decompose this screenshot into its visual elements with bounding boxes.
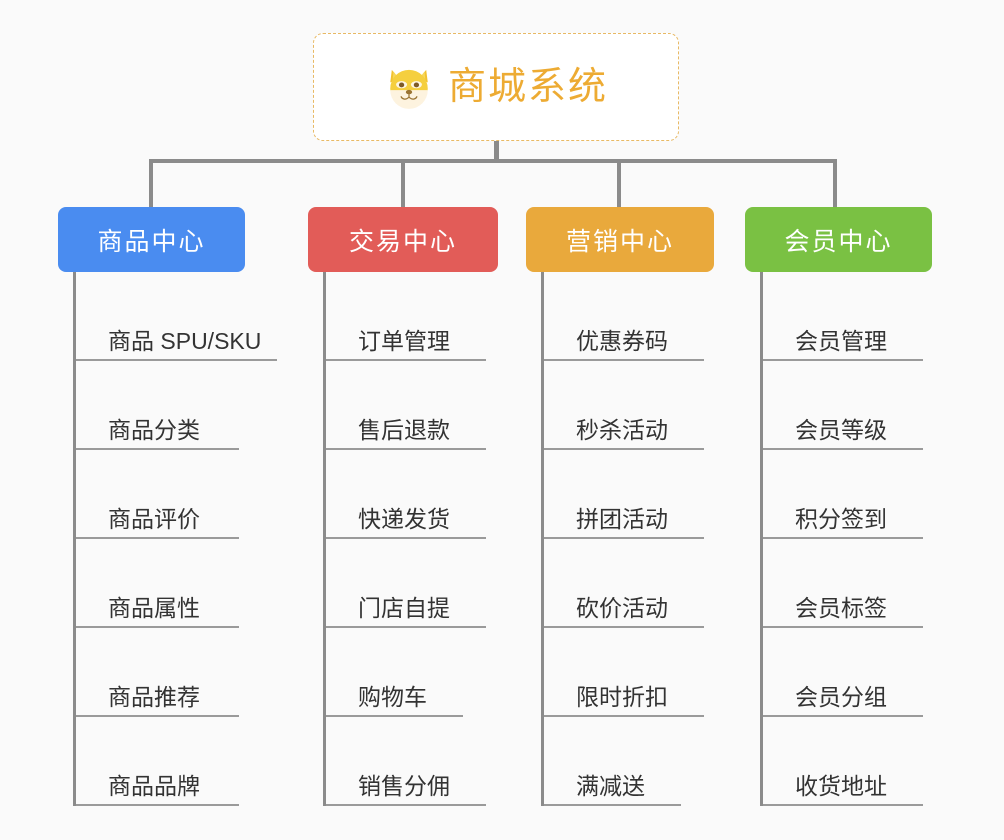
leaf-label: 拼团活动	[576, 506, 668, 533]
category-label: 营销中心	[565, 227, 674, 256]
leaf-item[interactable]: 拼团活动	[544, 450, 704, 539]
leaf-label: 满减送	[576, 773, 645, 800]
leaf-label: 限时折扣	[576, 684, 668, 711]
leaf-item[interactable]: 商品品牌	[76, 717, 239, 806]
leaf-label: 秒杀活动	[576, 417, 668, 444]
leaf-list-marketing-center: 优惠券码 秒杀活动 拼团活动 砍价活动 限时折扣 满减送	[541, 272, 714, 806]
leaf-label: 会员分组	[795, 684, 887, 711]
leaf-label: 收货地址	[795, 773, 887, 800]
leaf-list-member-center: 会员管理 会员等级 积分签到 会员标签 会员分组 收货地址	[760, 272, 932, 806]
leaf-label: 门店自提	[358, 595, 450, 622]
leaf-label: 商品推荐	[108, 684, 200, 711]
leaf-item[interactable]: 门店自提	[326, 539, 486, 628]
connector-root-stem	[494, 141, 499, 163]
leaf-label: 会员标签	[795, 595, 887, 622]
category-box-trade-center[interactable]: 交易中心	[308, 207, 498, 272]
leaf-label: 销售分佣	[358, 773, 450, 800]
leaf-label: 会员管理	[795, 328, 887, 355]
leaf-list-trade-center: 订单管理 售后退款 快递发货 门店自提 购物车 销售分佣	[323, 272, 498, 806]
connector-drop-2	[401, 159, 405, 209]
leaf-label: 商品品牌	[108, 773, 200, 800]
leaf-item[interactable]: 会员分组	[763, 628, 923, 717]
connector-horizontal-bus	[149, 159, 835, 163]
category-label: 商品中心	[97, 227, 206, 256]
leaf-item[interactable]: 销售分佣	[326, 717, 486, 806]
leaf-label: 订单管理	[358, 328, 450, 355]
category-box-marketing-center[interactable]: 营销中心	[526, 207, 714, 272]
column-trade-center: 交易中心 订单管理 售后退款 快递发货 门店自提 购物车 销售分佣	[308, 207, 498, 806]
leaf-item[interactable]: 砍价活动	[544, 539, 704, 628]
leaf-item[interactable]: 优惠券码	[544, 272, 704, 361]
leaf-label: 砍价活动	[576, 595, 668, 622]
leaf-item[interactable]: 会员管理	[763, 272, 923, 361]
leaf-item[interactable]: 会员等级	[763, 361, 923, 450]
leaf-list-product-center: 商品 SPU/SKU 商品分类 商品评价 商品属性 商品推荐 商品品牌	[73, 272, 277, 806]
column-marketing-center: 营销中心 优惠券码 秒杀活动 拼团活动 砍价活动 限时折扣 满减送	[526, 207, 714, 806]
leaf-item[interactable]: 订单管理	[326, 272, 486, 361]
leaf-label: 售后退款	[358, 417, 450, 444]
leaf-label: 积分签到	[795, 506, 887, 533]
connector-drop-4	[833, 159, 837, 209]
leaf-label: 快递发货	[358, 506, 450, 533]
category-label: 会员中心	[784, 227, 893, 256]
leaf-item[interactable]: 会员标签	[763, 539, 923, 628]
leaf-label: 商品属性	[108, 595, 200, 622]
leaf-item[interactable]: 商品 SPU/SKU	[76, 272, 277, 361]
root-title: 商城系统	[447, 66, 608, 108]
connector-drop-3	[617, 159, 621, 209]
leaf-item[interactable]: 秒杀活动	[544, 361, 704, 450]
leaf-item[interactable]: 商品推荐	[76, 628, 239, 717]
leaf-item[interactable]: 积分签到	[763, 450, 923, 539]
leaf-item[interactable]: 购物车	[326, 628, 463, 717]
leaf-label: 商品评价	[108, 506, 200, 533]
leaf-item[interactable]: 满减送	[544, 717, 681, 806]
column-member-center: 会员中心 会员管理 会员等级 积分签到 会员标签 会员分组 收货地址	[745, 207, 932, 806]
leaf-item[interactable]: 收货地址	[763, 717, 923, 806]
category-label: 交易中心	[348, 227, 457, 256]
leaf-item[interactable]: 商品分类	[76, 361, 239, 450]
category-box-product-center[interactable]: 商品中心	[58, 207, 245, 272]
leaf-item[interactable]: 商品评价	[76, 450, 239, 539]
leaf-label: 商品分类	[108, 417, 200, 444]
leaf-item[interactable]: 商品属性	[76, 539, 239, 628]
leaf-label: 商品 SPU/SKU	[108, 328, 262, 355]
connector-drop-1	[149, 159, 153, 209]
shiba-dog-face-icon	[390, 69, 428, 109]
leaf-item[interactable]: 售后退款	[326, 361, 486, 450]
leaf-label: 会员等级	[795, 417, 887, 444]
root-node[interactable]: 商城系统	[313, 33, 679, 141]
leaf-label: 购物车	[358, 684, 427, 711]
category-box-member-center[interactable]: 会员中心	[745, 207, 932, 272]
leaf-item[interactable]: 快递发货	[326, 450, 486, 539]
leaf-label: 优惠券码	[576, 328, 668, 355]
leaf-item[interactable]: 限时折扣	[544, 628, 704, 717]
column-product-center: 商品中心 商品 SPU/SKU 商品分类 商品评价 商品属性 商品推荐 商品品牌	[58, 207, 277, 806]
